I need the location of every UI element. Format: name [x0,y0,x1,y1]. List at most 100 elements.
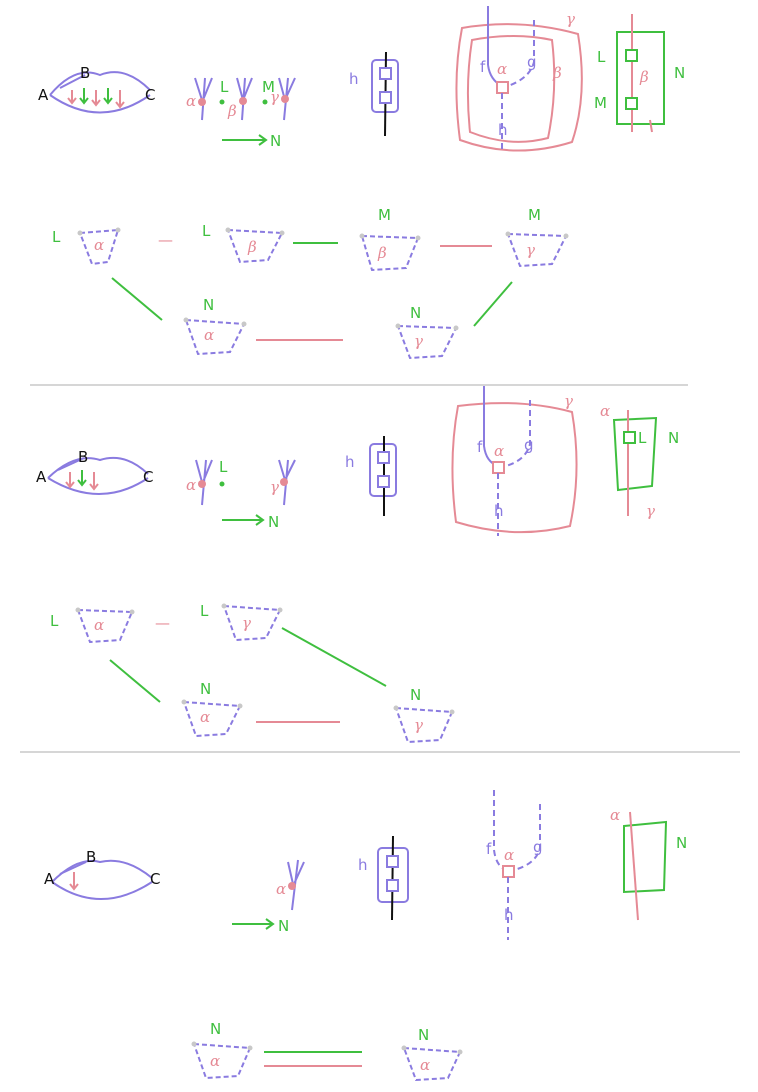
label-L-t4: L [200,602,209,620]
label-B-3: B [86,848,96,866]
label-L-small: L [220,78,229,96]
label-N-arrow-2: N [268,513,279,531]
label-N-t3: N [200,680,211,698]
trapezoid-alpha-N-2: α [181,699,243,738]
label-alpha-3: α [504,846,514,864]
section-3: A B C α N h α f g h [44,790,687,1082]
label-alpha-1: α [497,60,507,78]
label-A-3: A [44,870,55,888]
trapezoid-alpha-N-4: α [401,1045,463,1082]
label-N-t2: N [410,304,421,322]
label-f-2: f [477,438,483,456]
label-alpha-small-3: α [276,880,286,898]
trapezoid-gamma-M: γ [505,231,569,268]
green-box-1: L M N β [594,14,685,133]
label-M-1: M [594,94,607,112]
label-C: C [145,86,155,104]
trap-label-gamma-L: γ [242,614,251,632]
trap-label-gamma-N: γ [414,332,423,350]
trapezoid-beta-M: β [359,233,421,272]
label-h-3: h [358,856,368,874]
label-g: g [527,53,537,71]
label-L-2: L [638,429,647,447]
label-N-arrow-3: N [278,917,289,935]
label-h-small-3: h [504,906,514,924]
label-C-3: C [150,870,160,888]
trapezoid-gamma-N: γ [395,323,459,360]
trapezoid-graph-1: L α — L β M β M [52,206,569,360]
trap-label-alpha-L-2: α [94,616,104,634]
trapezoid-alpha-N-3: α [191,1041,253,1080]
trap-label-alpha-N: α [204,326,214,344]
green-box-3: α N [610,806,687,921]
trap-label-beta-L: β [247,238,257,256]
label-N-arrow: N [270,132,281,150]
label-alpha-small-2: α [186,476,196,494]
label-gamma-1: γ [566,10,575,28]
label-N-2: N [668,429,679,447]
section-1: A B C α L β M γ N [38,6,685,360]
green-box-2: L N α γ [600,402,679,520]
label-A: A [38,86,49,104]
trap-label-alpha-N-2: α [200,708,210,726]
label-L-t3: L [50,612,59,630]
nested-box-diagram-1: α β γ f g h [455,6,583,152]
label-C-2: C [143,468,153,486]
label-f-3: f [486,840,492,858]
label-M-t1: M [378,206,391,224]
label-gamma-box-2: γ [646,502,655,520]
label-B-2: B [78,448,88,466]
section-2: A B C α L γ N h [36,386,679,744]
globular-diagram-1: A B C [38,64,155,114]
label-M-small: M [262,78,275,96]
label-N-t6: N [418,1026,429,1044]
label-beta-1: β [552,64,562,82]
label-h-small: h [498,121,508,139]
trap-label-beta-M: β [377,244,387,262]
trap-label-gamma-M: γ [526,241,535,259]
label-alpha-box-3: α [610,806,620,824]
label-B: B [80,64,90,82]
label-gamma-small-2: γ [270,478,279,496]
label-alpha-small: α [186,92,196,110]
label-N-t5: N [210,1020,221,1038]
trapezoid-alpha-L: α [77,227,121,266]
globular-diagram-2: A B C [36,448,153,495]
trapezoid-graph-2: L α — L γ N α N [50,602,455,744]
label-beta-small: β [227,102,237,120]
label-N-t1: N [203,296,214,314]
label-M-t2: M [528,206,541,224]
label-L-t2: L [202,222,211,240]
trapezoid-beta-L: β [225,227,285,264]
trap-label-alpha-L: α [94,236,104,254]
trapezoid-gamma-L: γ [221,603,283,642]
string-row-3: α N [232,859,305,935]
label-h: h [349,70,359,88]
dash-1: — [158,231,173,249]
label-A-2: A [36,468,47,486]
label-h-2: h [345,453,355,471]
composite-h-1: h [349,51,399,137]
label-L-t1: L [52,228,61,246]
composite-h-2: h [345,436,397,516]
label-N-1: N [674,64,685,82]
trapezoid-graph-3: N α N α [191,1020,463,1082]
label-g-3: g [533,838,543,856]
trap-label-gamma-N-2: γ [414,716,423,734]
string-row-2: α L γ N [186,458,296,531]
nested-box-diagram-2: α γ f g h [451,386,578,536]
globular-diagram-3: A B C [44,848,160,900]
string-row-1: α L β M γ N [186,77,296,150]
composite-h-3: h [358,835,409,921]
label-h-small-2: h [494,502,504,520]
label-L-1: L [597,48,606,66]
label-gamma-2: γ [564,392,573,410]
trapezoid-gamma-N-2: γ [393,705,455,744]
trapezoid-alpha-N: α [183,317,247,356]
label-alpha-box-2: α [600,402,610,420]
trap-label-alpha-N-4: α [420,1056,430,1074]
label-L-small-2: L [219,458,228,476]
label-gamma-small: γ [270,88,279,106]
trap-label-alpha-N-3: α [210,1052,220,1070]
